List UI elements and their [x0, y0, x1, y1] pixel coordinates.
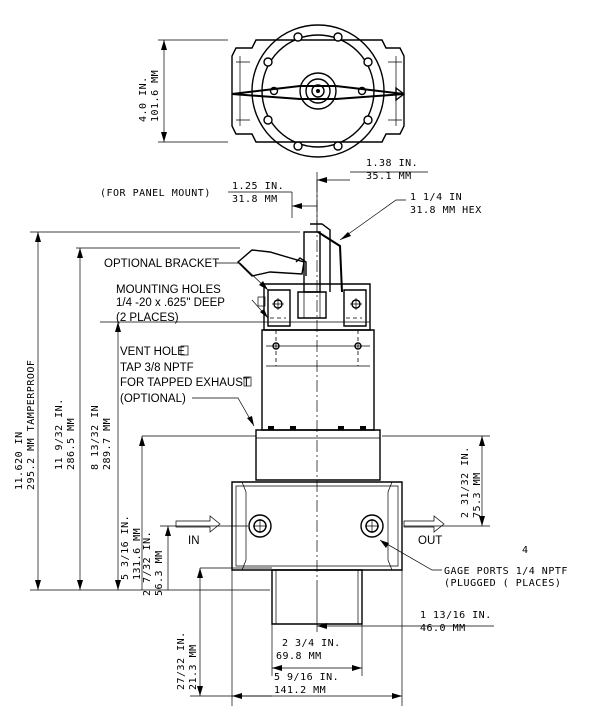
dim-b2-mm: 141.2 MM	[274, 685, 326, 696]
gage-count: 4	[522, 545, 529, 556]
dim-total-in: 11.620 IN	[14, 431, 25, 490]
dim-total-mm: 295.2 MM TAMPERPROOF	[26, 360, 37, 490]
dim-h4-in: 5 3/16 IN.	[120, 515, 131, 580]
dim-h4-mm: 131.6 MM	[132, 528, 143, 580]
dim-panel-in: 1.25 IN.	[232, 181, 284, 192]
label-out: OUT	[418, 535, 442, 547]
callout-vent-3: FOR TAPPED EXHAUST	[120, 377, 250, 389]
dim-b1-mm: 69.8 MM	[276, 651, 322, 662]
callout-bracket: OPTIONAL BRACKET	[104, 258, 219, 270]
top-view: 4.0 IN. 101.6 MM	[138, 24, 406, 158]
dim-right-mm: 75.3 MM	[472, 472, 483, 518]
callout-mount-1: MOUNTING HOLES	[116, 284, 221, 296]
callout-vent-1: VENT HOLE	[120, 346, 185, 358]
dim-h5-in: 2 7/32 IN.	[142, 531, 153, 596]
dim-r1-mm: 46.0 MM	[420, 623, 466, 634]
dim-b1-in: 2 3/4 IN.	[282, 638, 341, 649]
callout-vent-4: (OPTIONAL)	[120, 393, 186, 405]
dim-width-in: 4.0 IN.	[138, 76, 149, 122]
callout-gage-2: (PLUGGED ( PLACES)	[444, 578, 561, 589]
dim-h3-in: 8 13/32 IN	[90, 405, 101, 470]
dim-hex-mm: 31.8 MM HEX	[410, 205, 482, 216]
callouts: OPTIONAL BRACKET MOUNTING HOLES 1/4 -20 …	[104, 258, 568, 589]
front-dimensions: 1.38 IN. 35.1 MM (FOR PANEL MOUNT) 1.25 …	[14, 158, 494, 706]
dim-h6-in: 27/32 IN.	[176, 631, 187, 690]
dim-h5-mm: 56.3 MM	[154, 550, 165, 596]
dim-width-mm: 101.6 MM	[150, 70, 161, 122]
dim-offset-in: 1.38 IN.	[366, 158, 418, 169]
panel-mount-note: (FOR PANEL MOUNT)	[100, 188, 211, 199]
callout-vent-2: TAP 3/8 NPTF	[120, 362, 194, 374]
dim-h6-mm: 21.3 MM	[188, 644, 199, 690]
dim-offset-mm: 35.1 MM	[366, 171, 412, 182]
dim-hex-in: 1 1/4 IN	[410, 192, 462, 203]
dim-h2-mm: 286.5 MM	[66, 418, 77, 470]
callout-gage-1: GAGE PORTS 1/4 NPTF	[444, 566, 568, 577]
callout-mount-2: 1/4 -20 x .625" DEEP	[116, 297, 225, 309]
front-view	[231, 180, 403, 625]
dim-b2-in: 5 9/16 IN.	[274, 672, 339, 683]
callout-mount-3: (2 PLACES)	[116, 312, 179, 324]
dim-panel-mm: 31.8 MM	[232, 194, 278, 205]
dim-r1-in: 1 13/16 IN.	[420, 610, 492, 621]
dim-right-in: 2 31/32 IN.	[460, 446, 471, 518]
label-in: IN	[188, 535, 200, 547]
dim-h3-mm: 289.7 MM	[102, 418, 113, 470]
dim-h2-in: 11 9/32 IN.	[54, 398, 65, 470]
